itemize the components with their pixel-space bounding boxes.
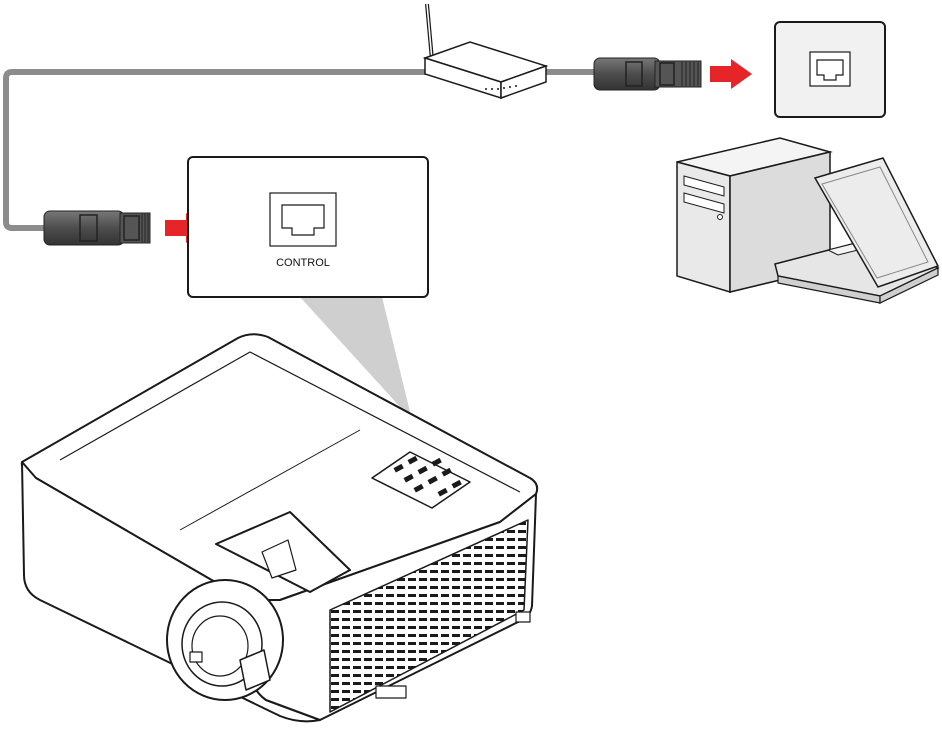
rj45-connector-icon	[593, 57, 702, 91]
laptop-icon	[774, 157, 940, 304]
router-icon	[422, 3, 549, 100]
rj45-connector-icon-left	[43, 210, 151, 246]
control-port-label: CONTROL	[276, 257, 330, 269]
ethernet-port-icon	[809, 51, 851, 87]
projector-icon	[20, 333, 539, 723]
arrow-right-icon	[710, 59, 752, 89]
control-panel-callout: CONTROL	[187, 156, 429, 298]
ethernet-port-icon	[269, 192, 337, 247]
callout-cone	[300, 297, 412, 420]
ethernet-cable	[2, 69, 428, 231]
ethernet-wall-plate	[774, 21, 886, 118]
